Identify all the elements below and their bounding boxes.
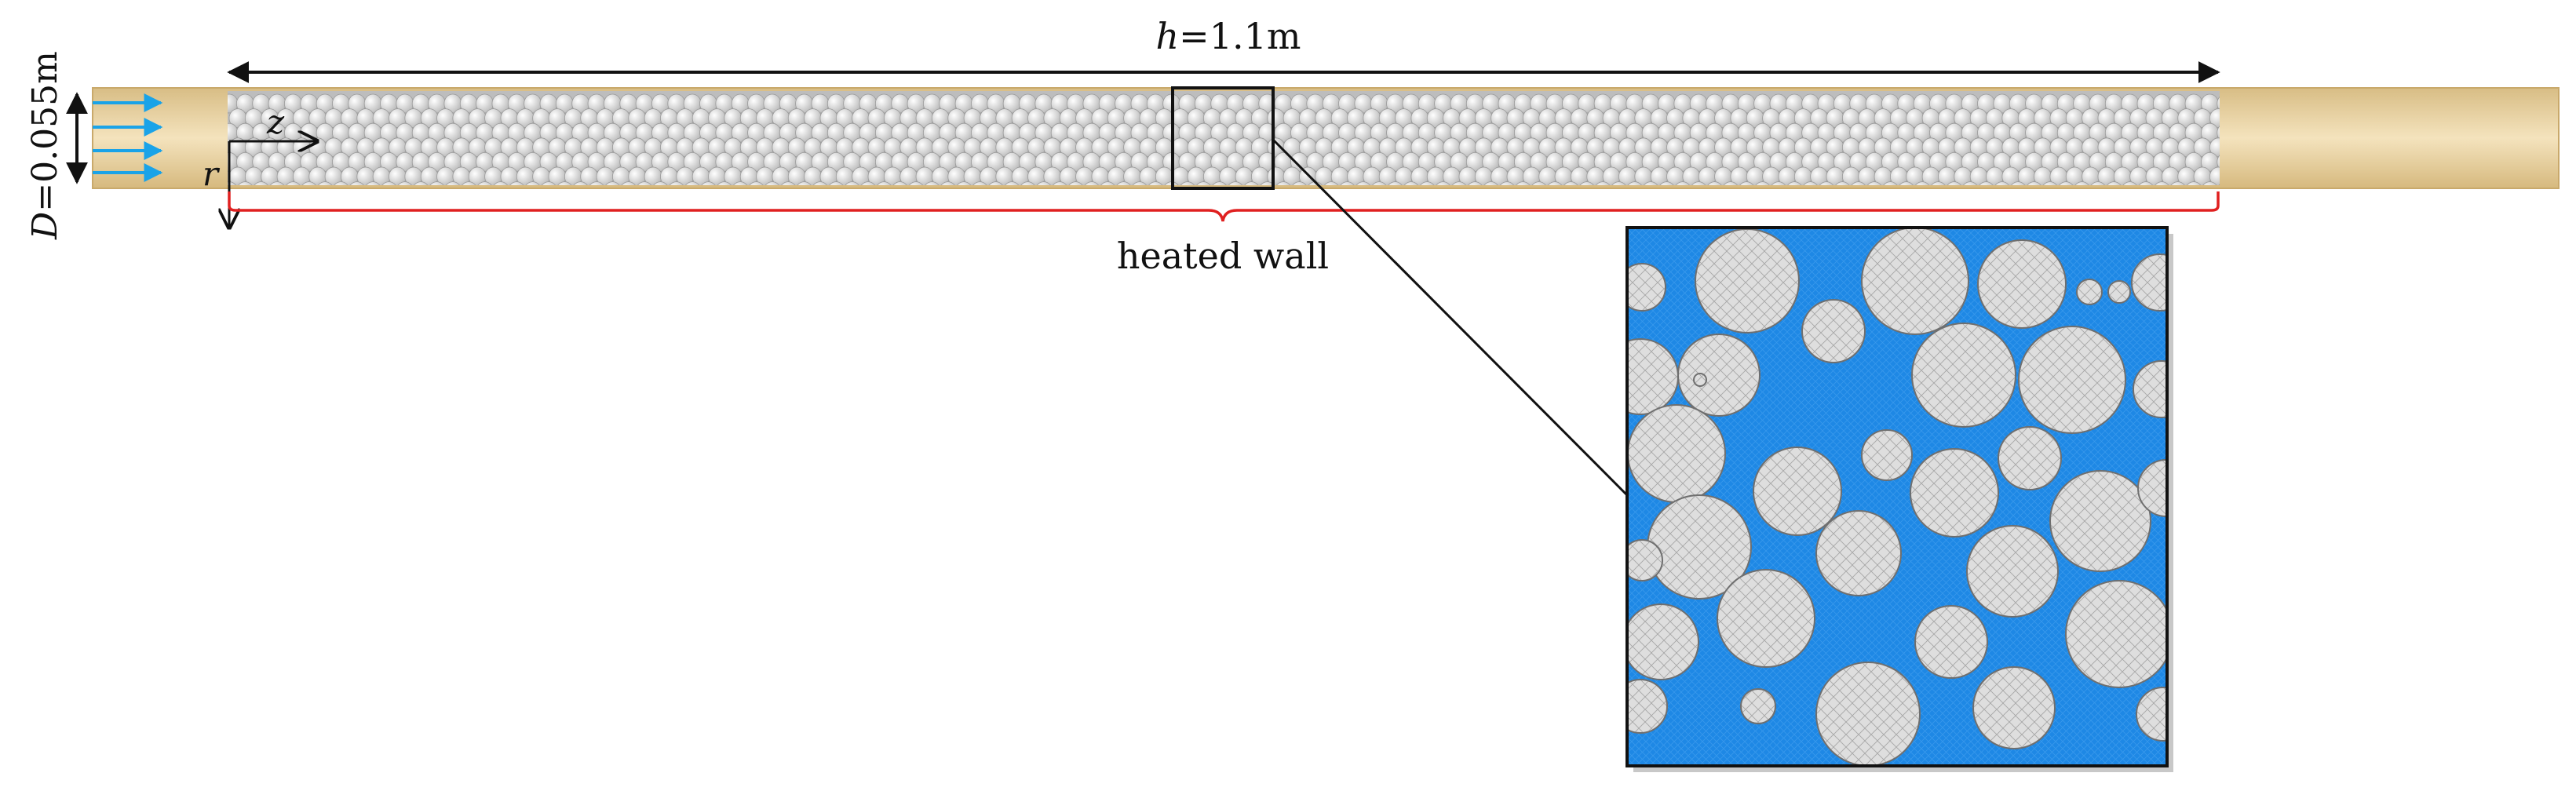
- r-axis-label: r: [203, 155, 221, 193]
- heated-wall-label: heated wall: [1117, 235, 1329, 277]
- zoom-selection-box: [1171, 86, 1275, 190]
- diameter-label: D=0.055m: [25, 51, 65, 240]
- z-axis-label: z: [266, 103, 285, 141]
- heated-wall-bracket: [228, 191, 2220, 222]
- height-label: h=1.1m: [1156, 15, 1301, 57]
- zoom-leader-line: [1272, 138, 1631, 499]
- zoom-inset-frame: [1626, 226, 2169, 767]
- mesh-spheres: [1627, 228, 2167, 766]
- pebble-bed: [228, 93, 2220, 185]
- zoom-inset: [1627, 228, 2167, 766]
- inlet-flow-arrows: [93, 93, 163, 182]
